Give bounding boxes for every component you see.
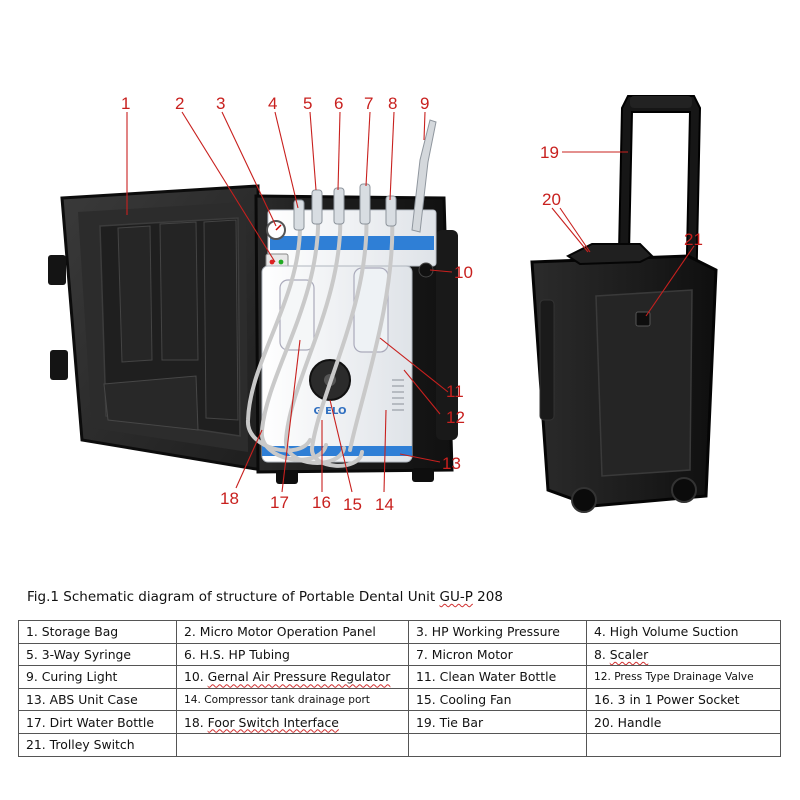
storage-pocket-tall-3 [203,219,239,421]
curing-light-wand [411,119,437,233]
callout-leaders [126,111,695,493]
side-vents [392,379,404,411]
trolley-handle [566,243,654,266]
callout-17: 17 [270,493,289,512]
trolley-case [530,95,718,513]
unit-bottom-strip [262,446,412,456]
case-foot-right [412,468,434,482]
legend-cell-empty [176,732,409,757]
figure-caption: Fig.1 Schematic diagram of structure of … [27,589,503,605]
legend-cell: 10. Gernal Air Pressure Regulator [176,665,409,689]
legend-cell: 9. Curing Light [18,665,177,689]
legend-cell: 21. Trolley Switch [18,732,177,757]
legend-cell: 11. Clean Water Bottle [408,665,587,689]
legend-cell: 16. 3 in 1 Power Socket [586,687,781,712]
legend-row: 9. Curing Light 10. Gernal Air Pressure … [18,665,781,689]
callout-8: 8 [388,94,397,113]
caption-suffix: 208 [472,589,503,605]
storage-pocket-tall-2 [159,221,199,361]
legend-cell: 14. Compressor tank drainage port [176,687,409,712]
callout-4: 4 [268,94,277,113]
legend-row: 5. 3-Way Syringe 6. H.S. HP Tubing 7. Mi… [18,642,781,667]
legend-cell: 12. Press Type Drainage Valve [586,665,781,689]
legend-cell-empty [586,732,781,757]
legend-cell: 19. Tie Bar [408,710,587,734]
legend-cell: 8. Scaler [586,642,781,667]
legend-cell: 5. 3-Way Syringe [18,642,177,667]
legend-cell: 7. Micron Motor [408,642,587,667]
lid-latch-bottom [50,350,68,380]
legend-cell: 17. Dirt Water Bottle [18,710,177,734]
open-dental-case: G ELO [48,119,458,484]
storage-pocket-bottom [103,375,199,431]
legend-row: 21. Trolley Switch [18,732,781,757]
callout-18: 18 [220,489,239,508]
trolley-back-panel [595,289,693,477]
tie-bar-grip [630,96,692,108]
callout-9: 9 [420,94,429,113]
case-foot-left [276,470,298,484]
legend-cell: 3. HP Working Pressure [408,620,587,644]
legend-row: 17. Dirt Water Bottle 18. Foor Switch In… [18,710,781,734]
legend-cell: 1. Storage Bag [18,620,177,644]
brand-logo: G ELO [313,406,346,417]
callout-11: 11 [446,382,464,401]
callout-20: 20 [542,190,561,209]
storage-pocket-tall [117,225,153,363]
callout-13: 13 [442,454,461,473]
callout-1: 1 [121,94,130,113]
legend-row: 1. Storage Bag 2. Micro Motor Operation … [18,620,781,644]
legend-cell: 4. High Volume Suction [586,620,781,644]
callout-6: 6 [334,94,343,113]
callout-2: 2 [175,94,184,113]
panel-indicator-red [269,259,275,265]
callout-21: 21 [684,230,703,249]
callout-19: 19 [540,143,559,162]
callout-7: 7 [364,94,373,113]
product-illustration: G ELO [48,94,718,514]
callout-numbers: 1 2 3 4 5 6 7 8 9 10 11 12 13 14 15 16 1… [121,94,703,514]
unit-blue-strip [270,236,434,250]
panel-indicator-green [278,259,284,265]
callout-16: 16 [312,493,331,512]
trolley-wheel-right [671,477,697,503]
legend-cell: 6. H.S. HP Tubing [176,642,409,667]
legend-cell: 18. Foor Switch Interface [176,710,409,734]
legend-row: 13. ABS Unit Case 14. Compressor tank dr… [18,687,781,712]
callout-14: 14 [375,495,394,514]
legend-cell: 13. ABS Unit Case [18,687,177,712]
trolley-wheel-left [571,487,597,513]
callout-3: 3 [216,94,225,113]
callout-15: 15 [343,495,362,514]
legend-cell: 15. Cooling Fan [408,687,587,712]
gauge-needle [275,224,282,231]
callout-5: 5 [303,94,312,113]
caption-model: GU-P [439,589,473,605]
caption-prefix: Fig.1 Schematic diagram of structure of … [27,589,440,605]
handpiece-holders [293,183,397,231]
parts-legend-table: 1. Storage Bag 2. Micro Motor Operation … [18,620,781,757]
lid-latch-top [48,255,66,285]
callout-10: 10 [454,263,473,282]
legend-cell-empty [408,732,587,757]
legend-cell: 2. Micro Motor Operation Panel [176,620,409,644]
callout-12: 12 [446,408,465,427]
legend-cell: 20. Handle [586,710,781,734]
trolley-side-rib [539,299,555,421]
